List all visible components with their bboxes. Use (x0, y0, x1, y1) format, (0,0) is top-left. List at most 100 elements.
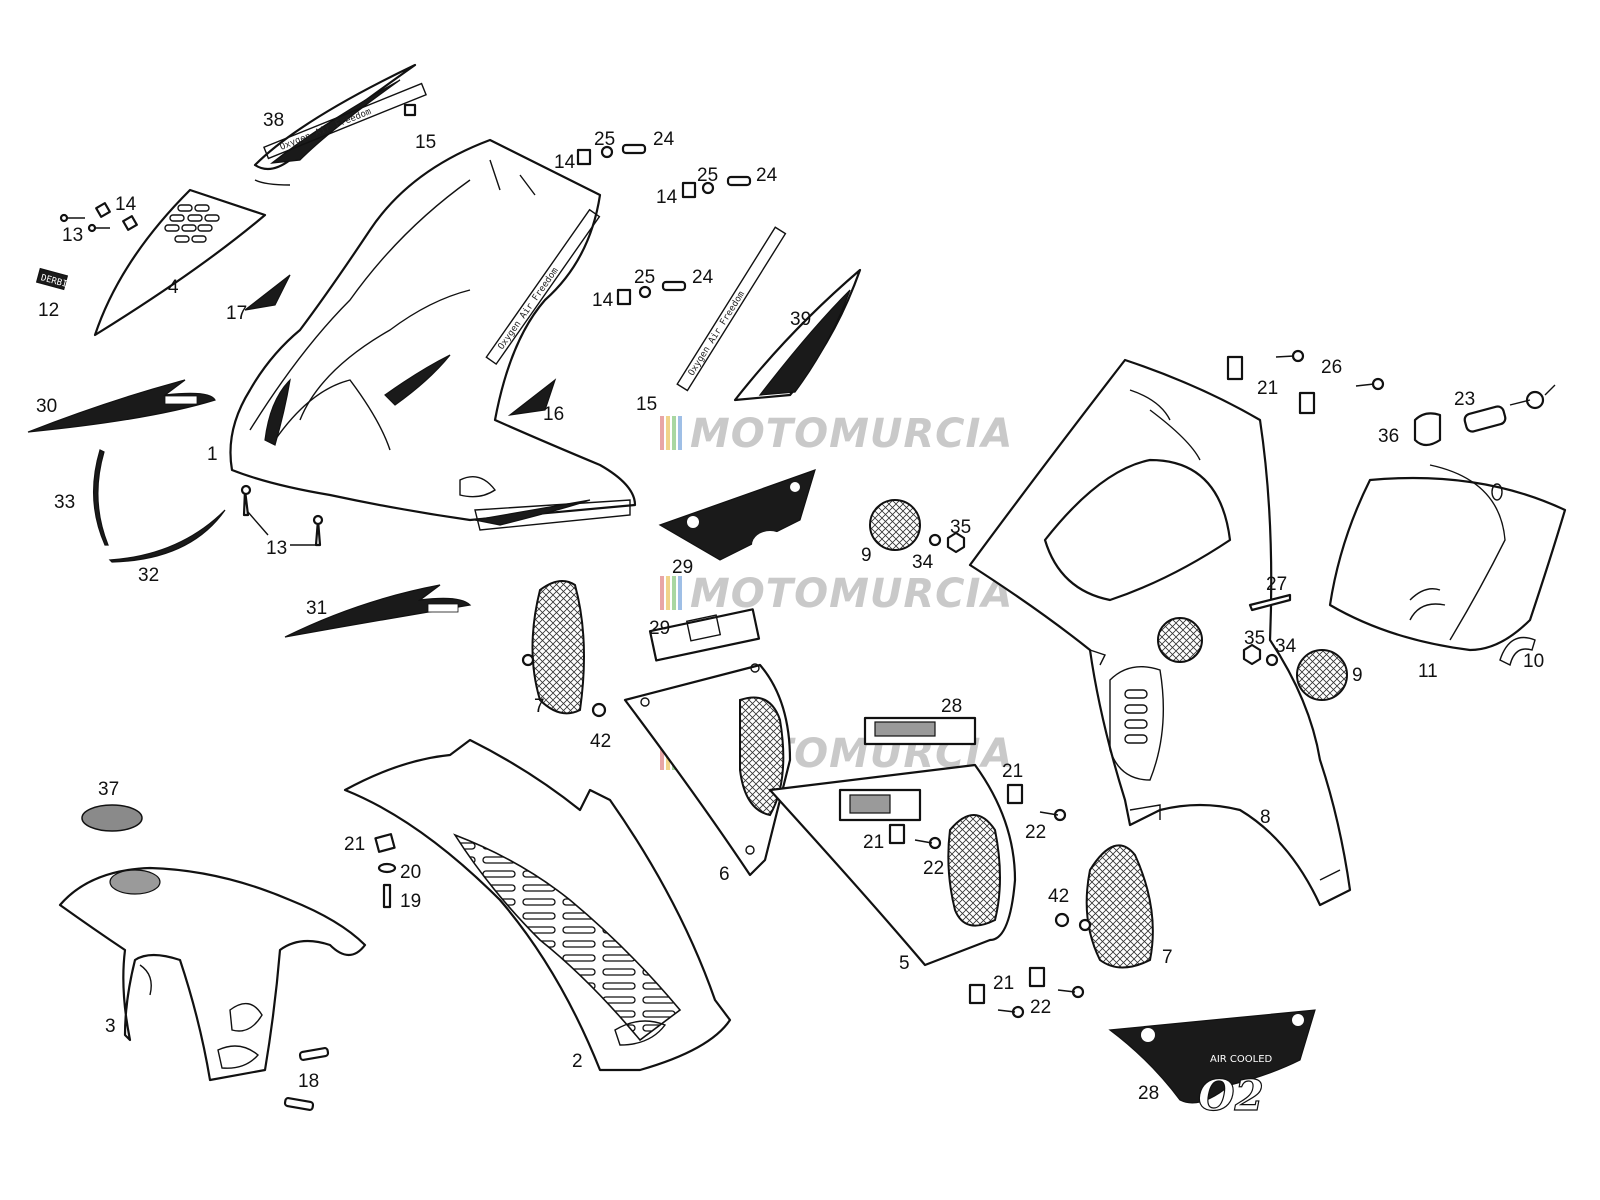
hardware-13-screws (240, 484, 324, 547)
callout-18: 18 (298, 1071, 319, 1092)
callout-24-b: 24 (756, 165, 778, 186)
part-29-bracket (648, 608, 761, 662)
callout-38: 38 (263, 110, 284, 131)
callout-26: 26 (1321, 357, 1342, 378)
part-6-inner-panel (623, 663, 792, 877)
callout-42-b: 42 (1048, 886, 1069, 907)
watermark-text-2: MOTOMURCIA (690, 571, 1013, 617)
callout-21-c: 21 (344, 834, 365, 855)
callout-21-e: 21 (1257, 378, 1278, 399)
callout-34-b: 34 (1275, 636, 1297, 657)
part-37-emblem (81, 804, 143, 832)
callout-33: 33 (54, 492, 75, 513)
callout-1: 1 (207, 444, 218, 465)
callout-8: 8 (1260, 807, 1271, 828)
callout-28: 28 (941, 696, 962, 717)
washer-42-left (591, 702, 607, 718)
callout-30: 30 (36, 396, 57, 417)
callout-36: 36 (1378, 426, 1399, 447)
callout-4: 4 (168, 277, 179, 298)
callout-29-b: 29 (649, 618, 670, 639)
part-10-clip (1499, 636, 1536, 667)
callout-9-b: 9 (1352, 665, 1363, 686)
callout-22-b: 22 (923, 858, 944, 879)
callout-17: 17 (226, 303, 247, 324)
callout-27: 27 (1266, 574, 1287, 595)
part-2-leg-shield (343, 738, 732, 1072)
callout-15-b: 15 (636, 394, 657, 415)
hardware-cluster-top (576, 143, 752, 306)
callout-7: 7 (534, 696, 545, 717)
vent-slots (164, 204, 220, 243)
callout-21-d: 21 (993, 973, 1014, 994)
part-7-vent-left (521, 580, 585, 715)
part-32-decal (108, 509, 226, 563)
callout-23: 23 (1454, 389, 1475, 410)
part-15-oxygen-strip-top: Oxygen Air Freedom (263, 82, 427, 160)
callout-22: 22 (1025, 822, 1046, 843)
callout-39: 39 (790, 309, 811, 330)
part-38-top-stripe (253, 63, 417, 186)
part-31-decal (284, 584, 472, 638)
part-1-front-fairing (229, 138, 637, 531)
callout-32: 32 (138, 565, 159, 586)
callout-13: 13 (62, 225, 83, 246)
part-30-decal (27, 379, 216, 433)
callout-35: 35 (950, 517, 971, 538)
callout-2: 2 (572, 1051, 583, 1072)
part-5-lower-panel (768, 763, 1017, 967)
callout-42: 42 (590, 731, 611, 752)
callout-37: 37 (98, 779, 119, 800)
part-12-badge: DERBI (35, 267, 68, 291)
part-28-o2-decal: AIR COOLED O2 (1108, 1009, 1316, 1121)
part-16-decal (507, 378, 557, 416)
watermark-2: MOTOMURCIA (660, 571, 1013, 617)
svg-text:Oxygen Air Freedom: Oxygen Air Freedom (687, 290, 747, 378)
callout-29: 29 (672, 557, 693, 578)
hardware-9-34-35-upper (869, 499, 966, 554)
watermark-text-1: MOTOMURCIA (690, 411, 1013, 457)
hardware-19-20-21-left (374, 833, 397, 909)
hardware-18-screws (283, 1047, 330, 1111)
part-7-vent-right (1078, 844, 1154, 969)
callout-12: 12 (38, 300, 59, 321)
watermark-1: MOTOMURCIA (660, 411, 1013, 457)
svg-text:AIR COOLED: AIR COOLED (1210, 1054, 1273, 1065)
callout-21: 21 (1002, 761, 1023, 782)
part-39-side-decal (733, 268, 862, 402)
part-8-rear-body (968, 358, 1352, 907)
part-23-lock-and-key (1463, 384, 1556, 433)
callout-14-d: 14 (592, 290, 614, 311)
part-36-lock-cover (1413, 412, 1442, 447)
part-11-side-cover (1328, 464, 1567, 652)
svg-text:O2: O2 (1198, 1071, 1264, 1120)
callout-34: 34 (912, 552, 934, 573)
callout-20: 20 (400, 862, 421, 883)
callout-25-c: 25 (634, 267, 655, 288)
callout-24-c: 24 (692, 267, 714, 288)
part-4-side-panel (93, 188, 267, 337)
callout-35-b: 35 (1244, 628, 1265, 649)
part-17-decal (244, 274, 291, 311)
callout-15: 15 (415, 132, 436, 153)
callout-5: 5 (899, 953, 910, 974)
part-33-decal (93, 449, 109, 546)
callout-31: 31 (306, 598, 327, 619)
callout-labels: 38 15 14 13 4 12 17 30 1 33 13 32 16 31 … (36, 110, 1544, 1104)
callout-25-b: 25 (697, 165, 718, 186)
hardware-21-26-top-right (1226, 349, 1385, 415)
callout-19: 19 (400, 891, 421, 912)
callout-21-b: 21 (863, 832, 884, 853)
hardware-27-screw (1248, 593, 1292, 612)
callout-14: 14 (115, 194, 137, 215)
callout-25: 25 (594, 129, 615, 150)
callout-3: 3 (105, 1016, 116, 1037)
part-3-front-mudguard (58, 866, 367, 1082)
callout-13-lower: 13 (266, 538, 287, 559)
callout-14-b: 14 (554, 152, 576, 173)
callout-10: 10 (1523, 651, 1544, 672)
callout-9: 9 (861, 545, 872, 566)
part-28-bracket (863, 716, 977, 746)
washer-42-right (1054, 912, 1070, 928)
